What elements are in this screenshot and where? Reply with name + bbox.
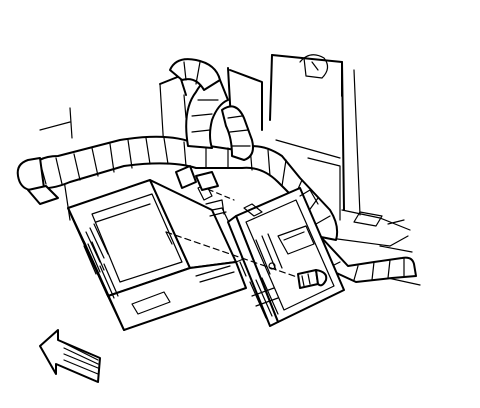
direction-arrow: [39, 329, 101, 383]
mounting-bracket: [299, 54, 405, 227]
connector-module: [227, 187, 345, 327]
harness-clip: [165, 165, 227, 245]
mounting-bolt: [165, 185, 328, 289]
bcm-module: [67, 179, 247, 331]
